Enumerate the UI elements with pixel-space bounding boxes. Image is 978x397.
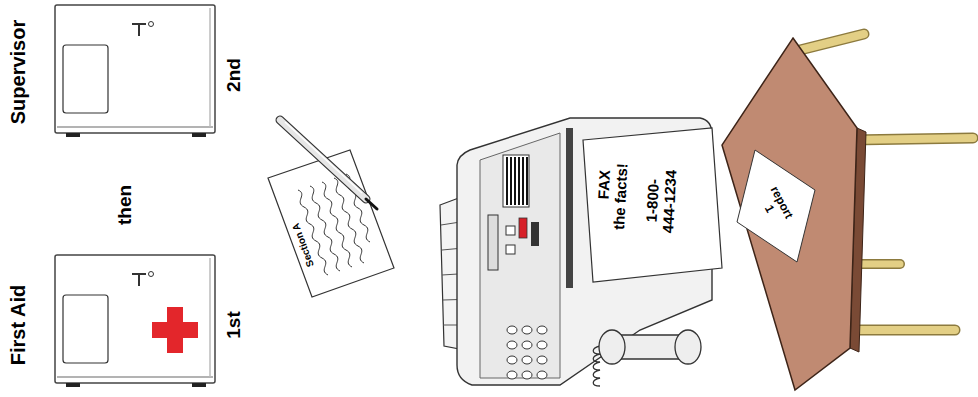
keypad-key	[507, 371, 517, 379]
cabinet-latch	[138, 24, 140, 36]
cabinet-label: First Aid	[7, 285, 30, 365]
cabinet-label: Supervisor	[7, 20, 30, 124]
cabinet-window	[63, 45, 108, 113]
handwriting	[310, 186, 340, 271]
fax-button	[506, 245, 515, 254]
cabinet-lock	[149, 22, 154, 27]
paper-slot	[566, 128, 573, 288]
fax-number: 1-800- 444-1234	[642, 165, 680, 237]
table-leg-outline	[800, 34, 864, 50]
keypad-key	[507, 356, 517, 364]
vent-slat	[526, 157, 528, 205]
handwriting	[322, 182, 352, 267]
keypad-key	[507, 341, 517, 349]
pen-highlight	[285, 122, 362, 193]
cabinet-body	[55, 255, 215, 383]
fax-button	[519, 218, 527, 238]
table-top	[722, 38, 857, 390]
cabinet-foot	[192, 383, 206, 387]
keypad-key	[522, 371, 532, 379]
red-cross	[167, 307, 183, 353]
table	[722, 34, 973, 390]
cabinet-edge	[209, 258, 211, 377]
fax-display	[488, 215, 498, 270]
cabinet-lock	[149, 272, 154, 277]
cabinet-window	[63, 295, 108, 363]
step-number: 1st	[223, 311, 245, 338]
keypad-key	[537, 341, 547, 349]
fax-sheet	[583, 128, 722, 282]
pen-barrel	[280, 120, 366, 199]
pen-tip	[366, 199, 377, 209]
report-sheet	[737, 150, 815, 262]
report-label: report 1	[754, 183, 796, 230]
table-leg-outline	[848, 325, 955, 336]
handset-end	[599, 330, 625, 364]
pen-outline	[280, 120, 366, 199]
cabinet-latch	[138, 274, 140, 286]
vent-slat	[514, 157, 516, 205]
keypad-key	[507, 326, 517, 334]
cabinet-foot	[192, 133, 206, 137]
table-leg	[850, 138, 973, 140]
keypad-key	[522, 356, 532, 364]
cabinet-foot	[66, 133, 80, 137]
fax-machine	[440, 118, 722, 386]
table-leg	[800, 34, 864, 50]
step-number: 2nd	[223, 58, 245, 92]
fax-slogan: FAX the facts!	[593, 159, 631, 233]
vent-slat	[518, 157, 520, 205]
vent-slat	[522, 157, 524, 205]
table-leg-outline	[850, 138, 973, 140]
cabinet-edge	[57, 376, 213, 378]
supervisor-cabinet	[55, 5, 215, 137]
sequence-word: then	[114, 185, 136, 225]
cabinet-edge	[209, 8, 211, 127]
fax-button	[506, 226, 515, 235]
cabinet-edge	[57, 126, 213, 128]
cabinet-body	[55, 5, 215, 133]
fax-panel	[480, 133, 560, 378]
table-leg	[848, 326, 955, 334]
fax-vent	[503, 155, 529, 207]
keypad-key	[522, 341, 532, 349]
fax-button	[531, 222, 539, 246]
keypad-key	[537, 356, 547, 364]
keypad-key	[537, 371, 547, 379]
handset-end	[675, 330, 701, 364]
keypad-key	[537, 326, 547, 334]
form-and-pen	[268, 120, 394, 297]
vent-slat	[506, 157, 508, 205]
vent-slat	[510, 157, 512, 205]
form-section: Section A	[290, 222, 316, 269]
keypad-key	[522, 326, 532, 334]
cabinet-foot	[66, 383, 80, 387]
first-aid-cabinet	[55, 255, 215, 387]
